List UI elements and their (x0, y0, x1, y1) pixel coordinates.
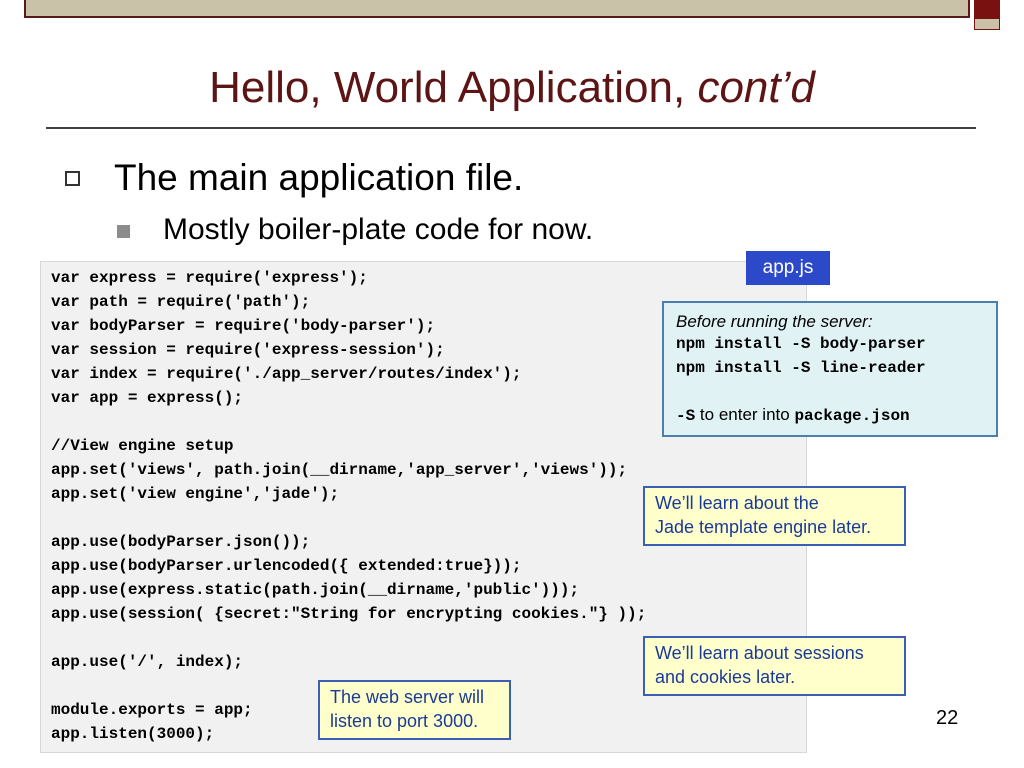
install-command-body-parser: npm install -S body-parser (676, 335, 926, 353)
code-line: app.listen(3000); (51, 725, 215, 743)
sessions-note-line2: and cookies later. (655, 667, 796, 687)
jade-note: We’ll learn about the Jade template engi… (643, 486, 906, 546)
port-note-line1: The web server will (330, 687, 485, 707)
code-line: app.set('views', path.join(__dirname,'ap… (51, 461, 628, 479)
code-line: var index = require('./app_server/routes… (51, 365, 522, 383)
code-line: app.use(session( {secret:"String for enc… (51, 605, 647, 623)
hollow-square-bullet-icon (65, 171, 80, 186)
slide-title-main: Hello, World Application, (209, 63, 698, 112)
code-line: var session = require('express-session')… (51, 341, 445, 359)
code-line: module.exports = app; (51, 701, 253, 719)
code-line: app.set('view engine','jade'); (51, 485, 340, 503)
code-line: var bodyParser = require('body-parser'); (51, 317, 436, 335)
slide-title: Hello, World Application, cont’d (0, 58, 1024, 118)
code-line: app.use(bodyParser.json()); (51, 533, 311, 551)
flag-description: to enter into (695, 405, 795, 424)
jade-note-line2: Jade template engine later. (655, 517, 872, 537)
flag-text: -S (676, 407, 696, 425)
bullet-level1-text: The main application file. (114, 157, 524, 198)
title-divider (46, 127, 976, 129)
install-note-header: Before running the server: (676, 312, 873, 331)
install-note: Before running the server: npm install -… (662, 301, 998, 437)
filled-square-bullet-icon (117, 225, 130, 238)
sessions-note-line1: We’ll learn about sessions (655, 643, 864, 663)
install-note-flag-line: -S to enter into package.json (676, 404, 910, 427)
top-accent-block-lower (974, 18, 1000, 30)
top-accent-block (974, 0, 1000, 18)
filename-text: app.js (762, 257, 814, 278)
slide-title-italic: cont’d (697, 63, 815, 112)
port-note-line2: listen to port 3000. (330, 711, 479, 731)
install-command-line-reader: npm install -S line-reader (676, 359, 926, 377)
sessions-note: We’ll learn about sessions and cookies l… (643, 636, 906, 696)
jade-note-line1: We’ll learn about the (655, 493, 819, 513)
code-line: var app = express(); (51, 389, 244, 407)
code-line: var express = require('express'); (51, 269, 368, 287)
package-json-text: package.json (794, 407, 910, 425)
code-line: app.use(express.static(path.join(__dirna… (51, 581, 580, 599)
code-line: //View engine setup (51, 437, 234, 455)
bullet-level2-text: Mostly boiler-plate code for now. (163, 213, 594, 246)
filename-label: app.js (746, 251, 830, 285)
top-decorative-bar (24, 0, 970, 18)
page-number: 22 (936, 707, 959, 729)
port-note: The web server will listen to port 3000. (318, 680, 511, 740)
code-line: var path = require('path'); (51, 293, 311, 311)
code-line: app.use('/', index); (51, 653, 244, 671)
code-line: app.use(bodyParser.urlencoded({ extended… (51, 557, 522, 575)
